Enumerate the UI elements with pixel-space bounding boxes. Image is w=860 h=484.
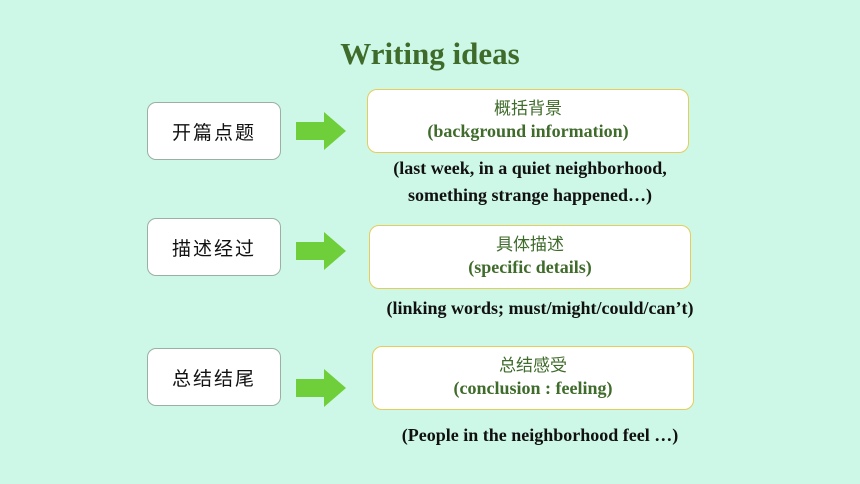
note-line: something strange happened…) bbox=[407, 185, 653, 205]
info-box-en: (conclusion : feeling) bbox=[453, 378, 613, 399]
page-title: Writing ideas bbox=[340, 36, 520, 71]
info-box-cn: 具体描述 bbox=[496, 235, 564, 256]
stage-conclusion: 总结结尾 bbox=[147, 348, 281, 406]
right-arrow-icon bbox=[296, 232, 346, 270]
info-box-en: (background information) bbox=[427, 121, 629, 142]
note-conclusion: (People in the neighborhood feel …) bbox=[340, 422, 740, 449]
note-background: (last week, in a quiet neighborhood, som… bbox=[340, 155, 720, 209]
info-box-en: (specific details) bbox=[468, 257, 592, 278]
note-line: (People in the neighborhood feel …) bbox=[401, 425, 679, 445]
info-box-cn: 概括背景 bbox=[494, 99, 562, 120]
info-box-cn: 总结感受 bbox=[499, 356, 567, 377]
info-box-background: 概括背景 (background information) bbox=[367, 89, 689, 153]
right-arrow-icon bbox=[296, 369, 346, 407]
info-box-details: 具体描述 (specific details) bbox=[369, 225, 691, 289]
note-line: (linking words; must/might/could/can’t) bbox=[386, 298, 694, 318]
right-arrow-icon bbox=[296, 112, 346, 150]
note-details: (linking words; must/might/could/can’t) bbox=[330, 295, 750, 322]
note-line: (last week, in a quiet neighborhood, bbox=[393, 158, 667, 178]
info-box-conclusion: 总结感受 (conclusion : feeling) bbox=[372, 346, 694, 410]
stage-opening: 开篇点题 bbox=[147, 102, 281, 160]
stage-description: 描述经过 bbox=[147, 218, 281, 276]
